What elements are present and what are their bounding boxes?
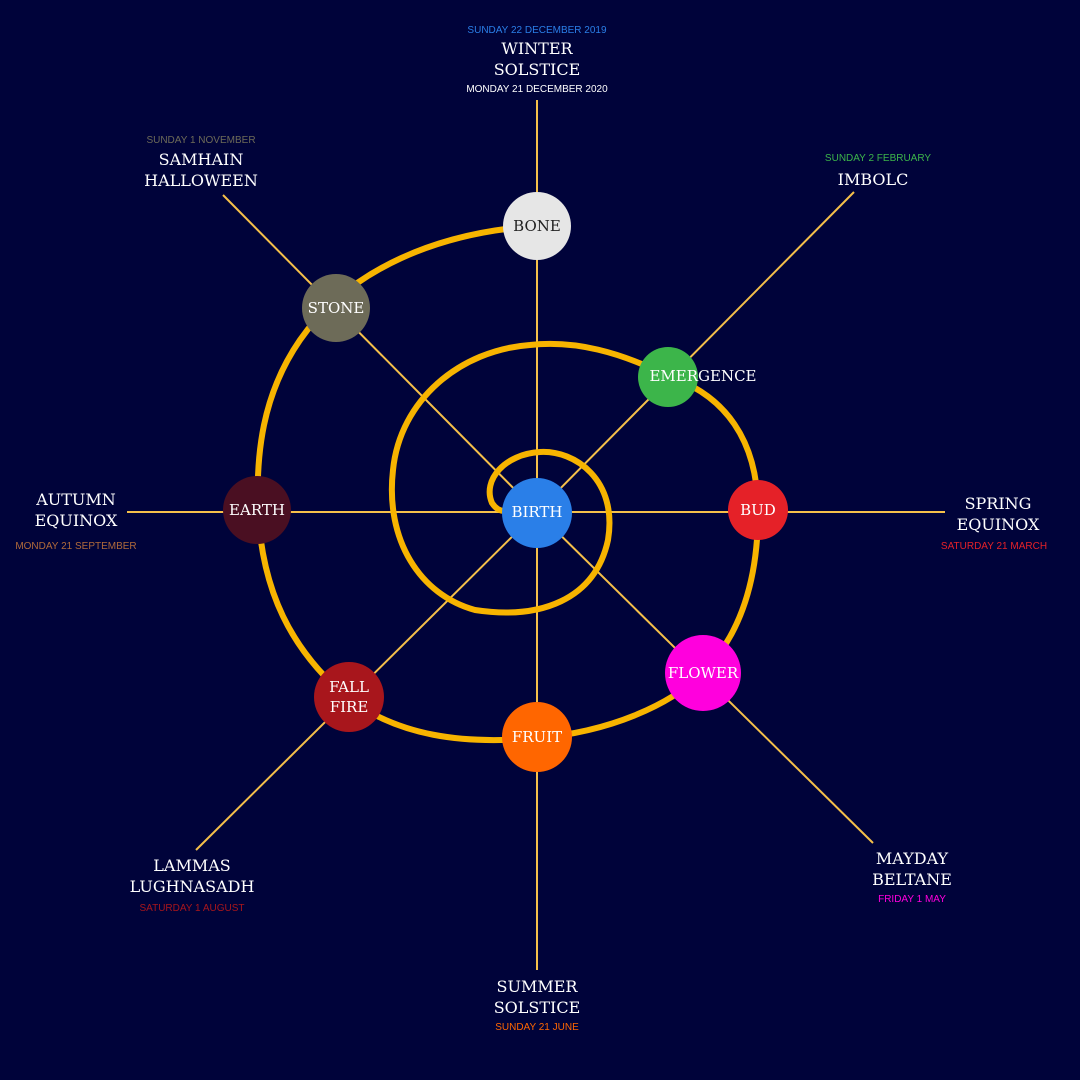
node-birth-label: BIRTH	[511, 503, 562, 521]
spring-name-line1: SPRING	[965, 494, 1032, 513]
spoke-northeast	[536, 191, 855, 513]
node-flower-label: FLOWER	[668, 664, 739, 682]
node-fall-fire-label-line1: FALL	[329, 678, 369, 696]
node-fruit: FRUIT	[502, 702, 572, 772]
autumn-name-line1: AUTUMN	[35, 490, 116, 509]
imbolc-date: SUNDAY 2 FEBRUARY	[825, 153, 931, 164]
winter-date-top: SUNDAY 22 DECEMBER 2019	[467, 25, 607, 36]
winter-date-bottom: MONDAY 21 DECEMBER 2020	[466, 84, 608, 95]
node-bone-circle	[503, 192, 571, 260]
spoke-northwest	[222, 194, 538, 513]
festival-autumn-equinox: AUTUMN EQUINOX MONDAY 21 SEPTEMBER	[15, 490, 136, 552]
node-earth-label: EARTH	[229, 501, 285, 519]
node-bud-label: BUD	[740, 501, 776, 519]
node-birth: BIRTH	[502, 478, 572, 548]
summer-date: SUNDAY 21 JUNE	[495, 1022, 579, 1033]
samhain-name-line1: SAMHAIN	[159, 150, 244, 169]
node-emergence-circle	[638, 347, 698, 407]
samhain-name-line2: HALLOWEEN	[144, 171, 258, 190]
node-stone-circle	[302, 274, 370, 342]
node-flower-circle	[665, 635, 741, 711]
node-fruit-label: FRUIT	[512, 728, 562, 746]
festival-mayday-beltane: MAYDAY BELTANE FRIDAY 1 MAY	[872, 849, 952, 905]
node-flower: FLOWER	[665, 635, 741, 711]
node-bone: BONE	[503, 192, 571, 260]
node-stone-label: STONE	[308, 299, 365, 317]
mayday-name-line1: MAYDAY	[876, 849, 949, 868]
node-fall-fire-label-line2: FIRE	[330, 698, 369, 716]
summer-name-line2: SOLSTICE	[494, 998, 581, 1017]
winter-name-line1: WINTER	[501, 39, 573, 58]
samhain-date: SUNDAY 1 NOVEMBER	[146, 135, 255, 146]
node-fall-fire: FALL FIRE	[314, 662, 384, 732]
autumn-name-line2: EQUINOX	[35, 511, 118, 530]
node-stone: STONE	[302, 274, 370, 342]
lammas-date: SATURDAY 1 AUGUST	[139, 903, 244, 914]
summer-name-line1: SUMMER	[497, 977, 579, 996]
lammas-name-line1: LAMMAS	[153, 856, 230, 875]
node-emergence-label: EMERGENCE	[649, 367, 756, 385]
mayday-name-line2: BELTANE	[872, 870, 952, 889]
festival-summer-solstice: SUMMER SOLSTICE SUNDAY 21 JUNE	[494, 977, 581, 1033]
imbolc-name: IMBOLC	[838, 170, 909, 189]
autumn-date: MONDAY 21 SEPTEMBER	[15, 541, 136, 552]
node-fall-fire-circle	[314, 662, 384, 732]
spring-date: SATURDAY 21 MARCH	[941, 541, 1047, 552]
node-bone-label: BONE	[513, 217, 561, 235]
node-earth-circle	[223, 476, 291, 544]
lammas-name-line2: LUGHNASADH	[130, 877, 255, 896]
festival-spring-equinox: SPRING EQUINOX SATURDAY 21 MARCH	[941, 494, 1047, 552]
mayday-date: FRIDAY 1 MAY	[878, 894, 946, 905]
festival-imbolc: SUNDAY 2 FEBRUARY IMBOLC	[825, 153, 931, 189]
node-earth: EARTH	[223, 476, 291, 544]
festival-lammas: LAMMAS LUGHNASADH SATURDAY 1 AUGUST	[130, 856, 255, 914]
node-birth-circle	[502, 478, 572, 548]
node-fruit-circle	[502, 702, 572, 772]
node-bud-circle	[728, 480, 788, 540]
spring-name-line2: EQUINOX	[957, 515, 1040, 534]
winter-name-line2: SOLSTICE	[494, 60, 581, 79]
festival-samhain: SUNDAY 1 NOVEMBER SAMHAIN HALLOWEEN	[144, 135, 258, 190]
node-bud: BUD	[728, 480, 788, 540]
festival-winter-solstice: SUNDAY 22 DECEMBER 2019 WINTER SOLSTICE …	[466, 25, 608, 95]
node-emergence: EMERGENCE	[638, 347, 757, 407]
